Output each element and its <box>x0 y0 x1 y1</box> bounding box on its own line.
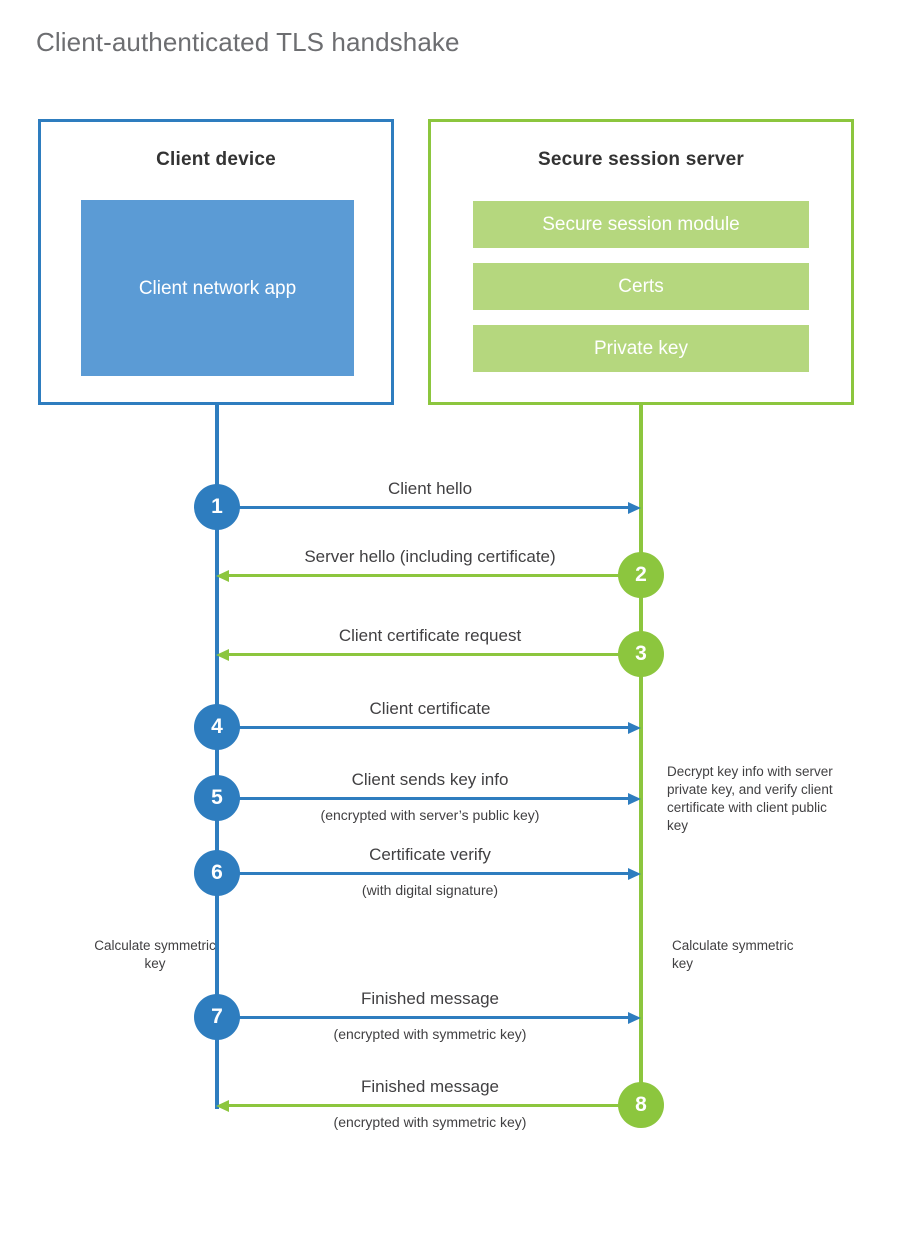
message-arrow-line <box>228 574 641 577</box>
message-label: Client certificate request <box>338 626 522 645</box>
page-title: Client-authenticated TLS handshake <box>36 27 460 57</box>
message-sublabel: (encrypted with symmetric key) <box>333 1026 527 1042</box>
server-component-certs: Certs <box>473 263 809 310</box>
note-calculate-symmetric-key-client: Calculate symmetric key <box>94 938 216 971</box>
message-arrow-head <box>628 722 641 734</box>
message-sublabel: (encrypted with server’s public key) <box>320 807 540 823</box>
note-decrypt-key-info: Decrypt key info with server private key… <box>667 764 833 833</box>
step-circle-5[interactable]: 5 <box>194 775 240 821</box>
message-label: Client hello <box>387 479 473 498</box>
message-arrow-head <box>216 570 229 582</box>
message-sublabel: (with digital signature) <box>361 882 499 898</box>
message-arrow-head <box>628 793 641 805</box>
step-circle-2[interactable]: 2 <box>618 552 664 598</box>
step-circle-1[interactable]: 1 <box>194 484 240 530</box>
step-circle-6[interactable]: 6 <box>194 850 240 896</box>
message-label: Finished message <box>361 1077 499 1096</box>
message-arrow-head <box>216 649 229 661</box>
message-arrow-line <box>228 1104 641 1107</box>
step-circle-3[interactable]: 3 <box>618 631 664 677</box>
server-component-private-key: Private key <box>473 325 809 372</box>
client-device-title: Client device <box>156 149 276 170</box>
message-label: Client sends key info <box>351 770 509 789</box>
secure-session-server-box: Secure session server Secure session mod… <box>428 119 854 405</box>
message-sublabel: (encrypted with symmetric key) <box>333 1114 527 1130</box>
step-circle-7[interactable]: 7 <box>194 994 240 1040</box>
client-device-box: Client device Client network app <box>38 119 394 405</box>
message-arrow-line <box>217 726 630 729</box>
message-label: Server hello (including certificate) <box>304 547 556 566</box>
note-calculate-symmetric-key-server: Calculate symmetric key <box>672 938 794 971</box>
client-lifeline <box>215 404 219 1109</box>
message-arrow-line <box>228 653 641 656</box>
message-arrow-head <box>216 1100 229 1112</box>
message-arrow-head <box>628 868 641 880</box>
message-label: Finished message <box>361 989 499 1008</box>
message-arrow-line <box>217 872 630 875</box>
message-arrow-line <box>217 797 630 800</box>
message-label: Client certificate <box>369 699 491 718</box>
step-circle-8[interactable]: 8 <box>618 1082 664 1128</box>
message-arrow-head <box>628 1012 641 1024</box>
server-lifeline <box>639 404 643 1107</box>
message-arrow-head <box>628 502 641 514</box>
message-arrow-line <box>217 1016 630 1019</box>
secure-session-server-title: Secure session server <box>538 149 744 170</box>
message-label: Certificate verify <box>369 845 491 864</box>
step-circle-4[interactable]: 4 <box>194 704 240 750</box>
server-component-secure-session-module: Secure session module <box>473 201 809 248</box>
client-network-app-block: Client network app <box>81 200 354 376</box>
message-arrow-line <box>217 506 630 509</box>
